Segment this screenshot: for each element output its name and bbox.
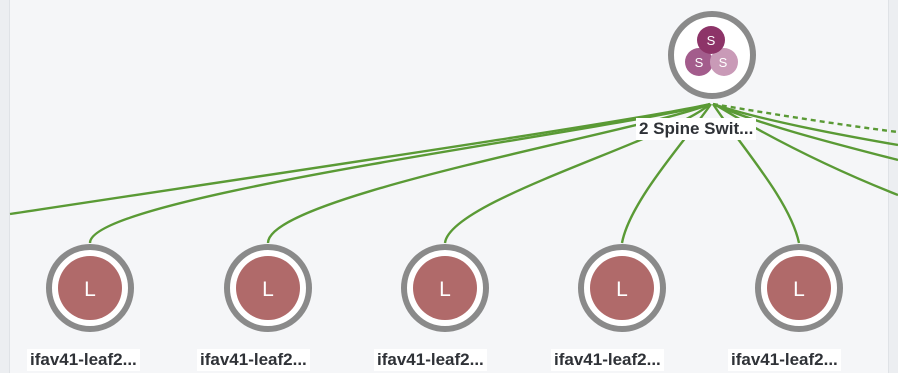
spine-group-node[interactable]: S S S: [668, 11, 756, 99]
link-leaf-2: [266, 102, 711, 244]
leaf-node-letter: L: [84, 278, 96, 301]
leaf-node-2[interactable]: L: [224, 244, 312, 332]
leaf-label-4[interactable]: ifav41-leaf2...: [551, 349, 664, 371]
leaf-node-letter: L: [616, 278, 628, 301]
link-right-a: [712, 102, 898, 162]
links: [9, 102, 898, 244]
leaf-node-5[interactable]: L: [755, 244, 843, 332]
link-offscreen-left: [9, 102, 711, 216]
leaf-node-fill: [590, 256, 654, 320]
leaf-node-3[interactable]: L: [401, 244, 489, 332]
spine-badge-right-letter: S: [719, 55, 728, 70]
spine-badge-left: [685, 48, 713, 76]
left-panel-edge: [0, 0, 10, 373]
link-right-dashed: [712, 102, 898, 134]
right-panel-edge: [888, 0, 898, 373]
leaf-label-5[interactable]: ifav41-leaf2...: [728, 349, 841, 371]
leaf-label-2[interactable]: ifav41-leaf2...: [197, 349, 310, 371]
leaf-node-fill: [413, 256, 477, 320]
spine-badge-top: [697, 26, 725, 54]
leaf-node-letter: L: [262, 278, 274, 301]
link-leaf-1: [88, 102, 711, 244]
leaf-node-4[interactable]: L: [578, 244, 666, 332]
leaf-node-fill: [58, 256, 122, 320]
leaf-label-1[interactable]: ifav41-leaf2...: [27, 349, 140, 371]
leaf-node-fill: [767, 256, 831, 320]
leaf-node-letter: L: [439, 278, 451, 301]
leaf-node-1[interactable]: L: [46, 244, 134, 332]
link-leaf-4: [620, 103, 712, 244]
leaf-label-3[interactable]: ifav41-leaf2...: [374, 349, 487, 371]
spine-badge-left-letter: S: [695, 55, 704, 70]
leaf-node-fill: [236, 256, 300, 320]
spine-badge-top-letter: S: [707, 33, 716, 48]
leaf-node-letter: L: [793, 278, 805, 301]
link-right-b: [712, 102, 898, 147]
spine-badge-right: [710, 48, 738, 76]
spine-group-label[interactable]: 2 Spine Swit...: [636, 118, 757, 140]
